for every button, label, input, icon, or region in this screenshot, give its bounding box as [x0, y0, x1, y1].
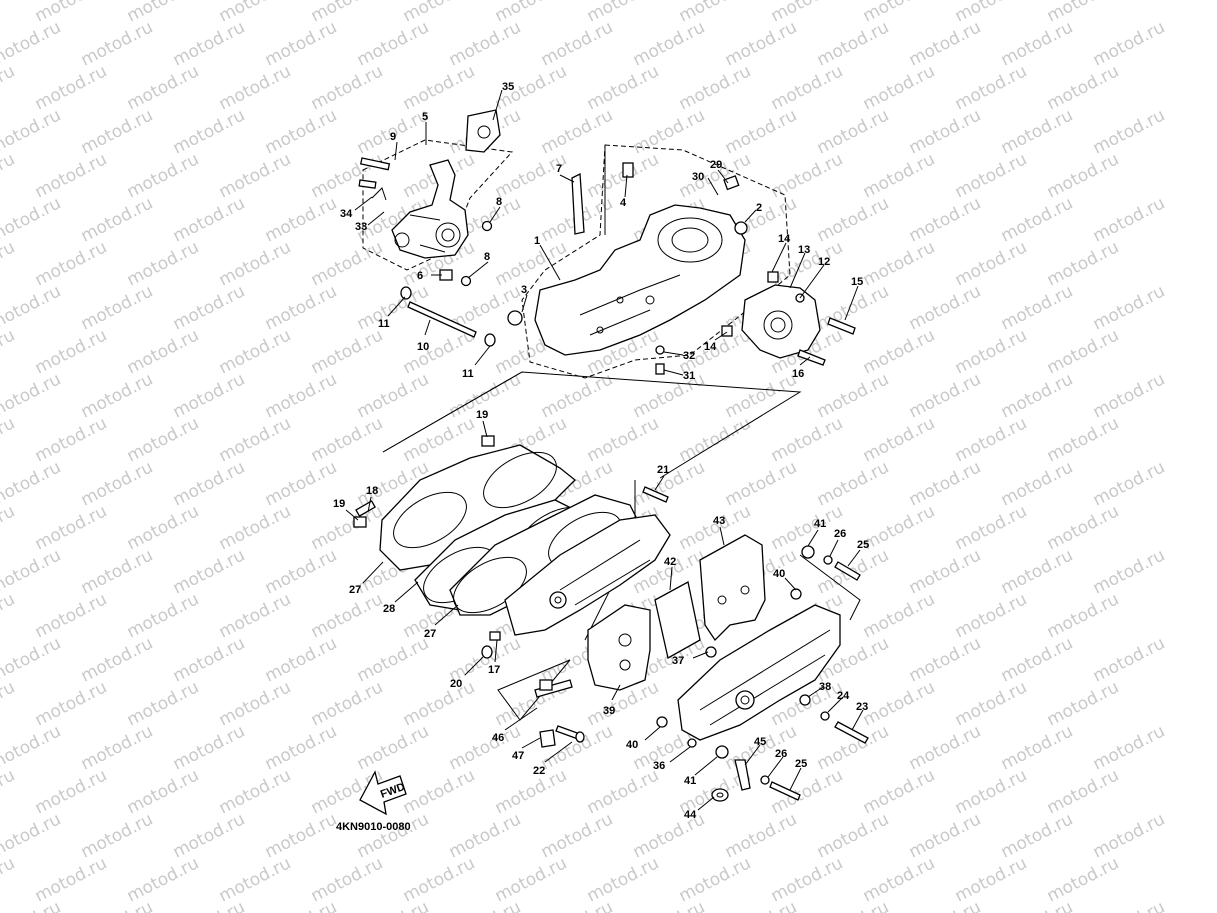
crankcase [507, 144, 791, 379]
callout-2: 2 [756, 202, 762, 214]
callout-16: 16 [792, 368, 804, 380]
callout-10: 10 [417, 341, 429, 353]
callout-23: 23 [856, 701, 868, 713]
callout-21: 21 [657, 464, 669, 476]
callout-35: 35 [502, 81, 514, 93]
callout-14b: 14 [704, 341, 717, 353]
callout-40a: 40 [773, 568, 785, 580]
outer-cover [656, 545, 869, 802]
callout-25a: 25 [857, 539, 869, 551]
callout-8a: 8 [496, 196, 502, 208]
callout-41a: 41 [814, 518, 826, 530]
shaft-assembly [387, 286, 496, 366]
callout-19a: 19 [476, 409, 488, 421]
callout-17: 17 [488, 664, 500, 676]
callout-34: 34 [340, 208, 353, 220]
callout-4: 4 [620, 197, 627, 209]
callout-24: 24 [837, 690, 850, 702]
callout-41b: 41 [684, 775, 696, 787]
callout-31: 31 [683, 370, 695, 382]
callout-3: 3 [521, 284, 527, 296]
cover-plates [587, 534, 766, 691]
callout-5: 5 [422, 111, 428, 123]
pump-cover [721, 271, 856, 366]
callout-32: 32 [683, 350, 695, 362]
callout-15: 15 [851, 276, 863, 288]
callout-8b: 8 [484, 251, 490, 263]
callout-33: 33 [355, 221, 367, 233]
callout-30: 30 [692, 171, 704, 183]
callout-27b: 27 [424, 628, 436, 640]
callout-19b: 19 [333, 498, 345, 510]
callout-13: 13 [798, 244, 810, 256]
callout-6: 6 [417, 270, 423, 282]
callout-43: 43 [713, 515, 725, 527]
callout-47: 47 [512, 750, 524, 762]
callout-40b: 40 [626, 739, 638, 751]
callout-38: 38 [819, 681, 831, 693]
bracket-assembly [358, 109, 514, 287]
callout-29: 29 [710, 159, 722, 171]
callout-28: 28 [383, 603, 395, 615]
callout-labels: 35 5 9 34 33 8 8 6 11 10 11 7 1 4 29 30 … [333, 81, 869, 821]
callout-11b: 11 [462, 368, 474, 380]
callout-18: 18 [366, 485, 378, 497]
fwd-arrow-icon: FWD [359, 770, 407, 816]
gaskets [353, 435, 641, 616]
callout-39: 39 [603, 705, 615, 717]
callout-1: 1 [534, 235, 540, 247]
callout-27a: 27 [349, 584, 361, 596]
callout-36: 36 [653, 760, 665, 772]
callout-12: 12 [818, 256, 830, 268]
leader-lines [345, 89, 864, 811]
callout-9: 9 [390, 131, 396, 143]
callout-45: 45 [754, 736, 766, 748]
callout-25b: 25 [795, 758, 807, 770]
callout-20: 20 [450, 678, 462, 690]
callout-42: 42 [664, 556, 676, 568]
callout-14a: 14 [778, 233, 791, 245]
callout-7: 7 [556, 163, 562, 175]
callout-26a: 26 [834, 528, 846, 540]
callout-22: 22 [533, 765, 545, 777]
callout-44: 44 [684, 809, 697, 821]
small-bracket [534, 679, 585, 748]
callout-46: 46 [492, 732, 504, 744]
diagram-code: 4KN9010-0080 [336, 821, 411, 833]
callout-37: 37 [672, 655, 684, 667]
callout-26b: 26 [775, 748, 787, 760]
middle-cover [481, 480, 671, 721]
callout-11a: 11 [378, 318, 390, 330]
